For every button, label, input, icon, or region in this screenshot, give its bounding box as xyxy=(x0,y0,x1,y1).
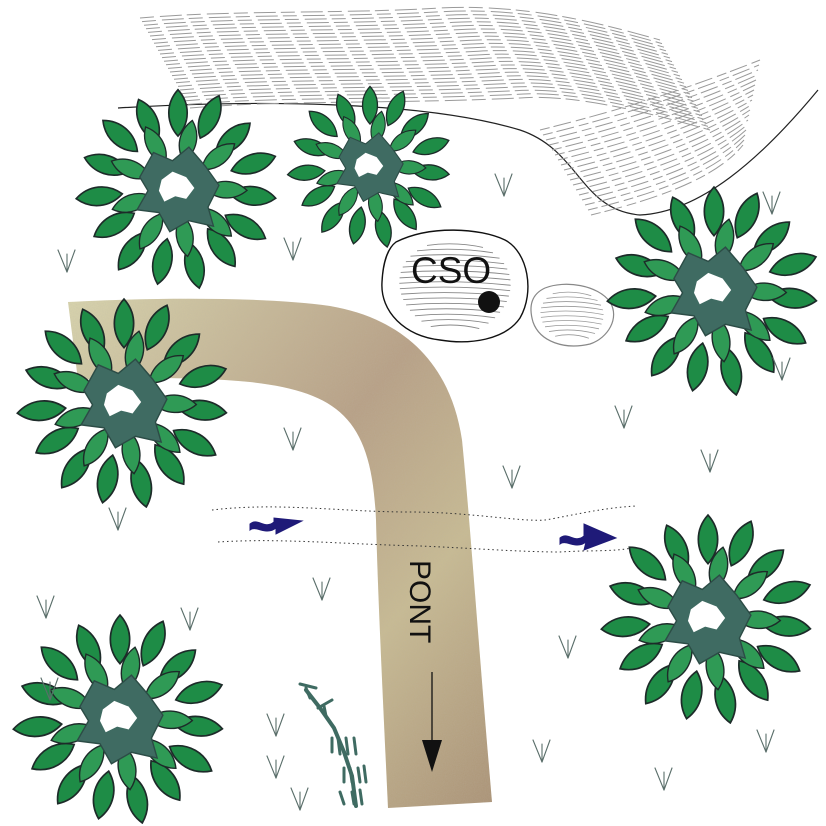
flow-arrow-icon xyxy=(249,517,304,535)
grass-tuft-icon xyxy=(266,713,285,737)
grass-tuft-icon xyxy=(108,507,127,531)
fence-icon xyxy=(298,682,368,808)
grass-tuft-icon xyxy=(494,173,513,197)
bush-icon xyxy=(600,515,813,725)
path xyxy=(68,298,492,808)
grass-tuft-icon xyxy=(772,357,791,381)
bush-icon xyxy=(12,615,225,825)
stream xyxy=(211,505,637,553)
grass-tuft-icon xyxy=(558,635,577,659)
grass-tuft-icon xyxy=(266,755,285,779)
grass-tuft-icon xyxy=(36,595,55,619)
bush-icon xyxy=(287,86,451,248)
grass-tuft-icon xyxy=(654,767,673,791)
grass-tuft-icon xyxy=(283,237,302,261)
cave-label: CSO xyxy=(411,250,491,291)
grass-tuft-icon xyxy=(290,787,309,811)
grass-tuft-icon xyxy=(756,729,775,753)
grass-tuft-icon xyxy=(283,427,302,451)
grass-tuft-icon xyxy=(312,577,331,601)
path-label: PONT xyxy=(403,560,436,643)
flow-arrow-icon xyxy=(559,523,618,551)
grass-tuft-icon xyxy=(532,739,551,763)
grass-tuft-icon xyxy=(700,449,719,473)
rock-cave xyxy=(381,229,529,343)
grass-tuft-icon xyxy=(762,191,781,215)
hill-hatching xyxy=(117,6,819,216)
rock-small xyxy=(530,283,615,347)
grass-tuft-icon xyxy=(57,249,76,273)
grass-tuft-icon xyxy=(502,465,521,489)
direction-arrow-icon xyxy=(422,672,442,772)
bush-icon xyxy=(75,90,278,290)
grass-tuft-icon xyxy=(180,607,199,631)
cave-entrance-dot xyxy=(478,291,500,313)
grass-tuft-icon xyxy=(614,405,633,429)
